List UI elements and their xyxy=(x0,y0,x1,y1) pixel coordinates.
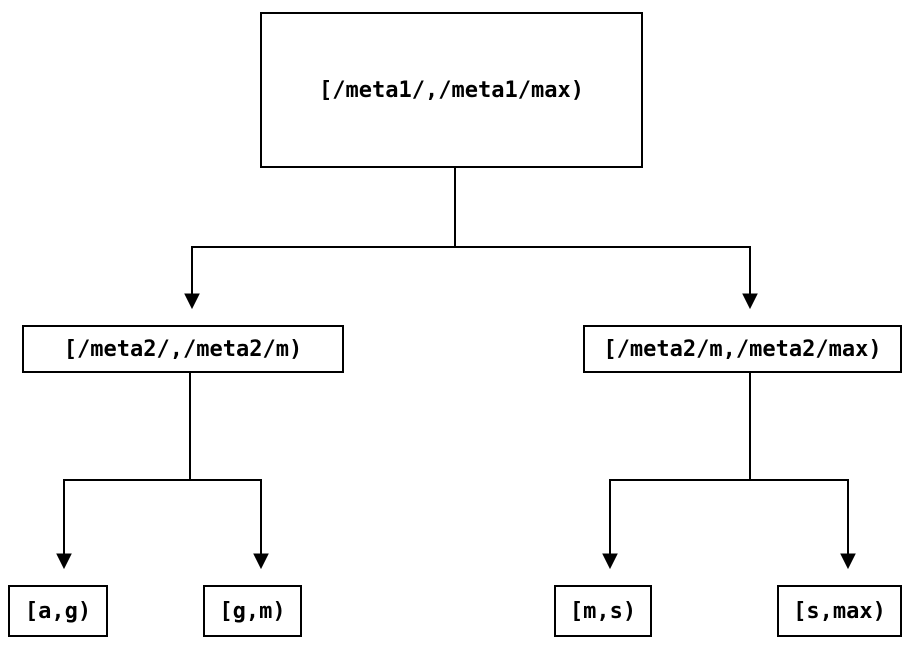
tree-node-meta2-low-label: [/meta2/,/meta2/m) xyxy=(63,336,303,362)
arrowhead-down-icon xyxy=(184,293,200,310)
tree-node-root-label: [/meta1/,/meta1/max) xyxy=(319,77,584,103)
tree-node-leaf-ms: [m,s) xyxy=(554,585,652,637)
tree-node-meta2-low: [/meta2/,/meta2/m) xyxy=(22,325,344,373)
tree-node-leaf-ag-label: [a,g) xyxy=(24,598,92,624)
arrowhead-down-icon xyxy=(56,553,72,570)
tree-node-leaf-ms-label: [m,s) xyxy=(569,598,637,624)
tree-node-leaf-gm-label: [g,m) xyxy=(219,598,286,624)
tree-node-leaf-ag: [a,g) xyxy=(8,585,108,637)
edge-meta2low-to-children xyxy=(56,373,269,570)
tree-node-root: [/meta1/,/meta1/max) xyxy=(260,12,643,168)
arrowhead-down-icon xyxy=(742,293,758,310)
arrowhead-down-icon xyxy=(253,553,269,570)
tree-node-meta2-high-label: [/meta2/m,/meta2/max) xyxy=(603,336,882,362)
edge-root-to-children xyxy=(184,168,758,310)
tree-node-leaf-gm: [g,m) xyxy=(203,585,302,637)
arrowhead-down-icon xyxy=(840,553,856,570)
tree-node-leaf-smax-label: [s,max) xyxy=(793,598,886,624)
tree-node-leaf-smax: [s,max) xyxy=(777,585,902,637)
edge-meta2high-to-children xyxy=(602,373,856,570)
tree-node-meta2-high: [/meta2/m,/meta2/max) xyxy=(583,325,902,373)
arrowhead-down-icon xyxy=(602,553,618,570)
